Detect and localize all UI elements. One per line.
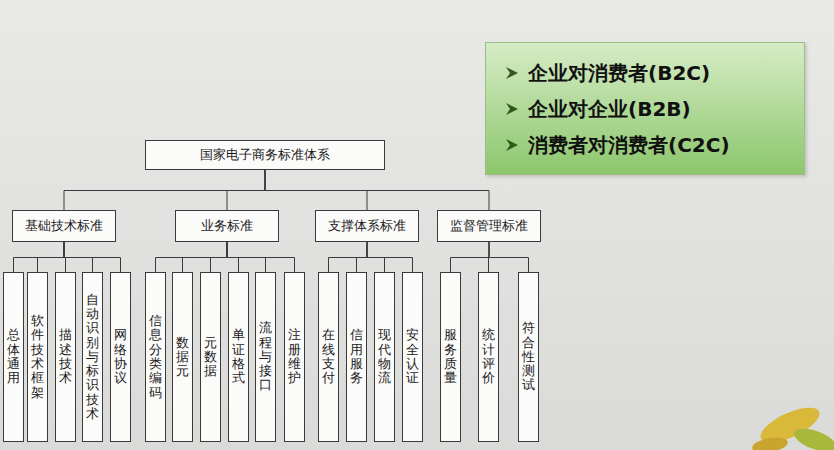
category-box: 监督管理标准 [437, 210, 541, 242]
standard-box: 描述技术 [55, 272, 76, 442]
category-box: 业务标准 [175, 210, 279, 242]
leaf-shape [751, 435, 789, 450]
category-box: 基础技术标准 [12, 210, 116, 242]
standard-box: 统计评价 [478, 272, 499, 442]
tree-connector [329, 242, 368, 272]
tree-connector [14, 242, 65, 272]
standard-box: 注册维护 [284, 272, 305, 442]
box-label: 国家电子商务标准体系 [200, 147, 330, 163]
tree-connector [227, 170, 265, 210]
standard-box: 在线支付 [318, 272, 339, 442]
tree-connector [451, 242, 490, 272]
tree-connector [489, 242, 529, 272]
vertical-label: 符合性测试 [522, 321, 535, 392]
standard-box: 信用服务 [346, 272, 367, 442]
vertical-label: 总体通用 [7, 328, 20, 385]
standard-box: 软件技术框架 [27, 272, 48, 442]
tree-connector [156, 242, 228, 272]
standard-box: 元数据 [200, 272, 221, 442]
category-box: 支撑体系标准 [315, 210, 419, 242]
vertical-label: 在线支付 [322, 328, 335, 385]
standard-box: 数据元 [172, 272, 193, 442]
vertical-label: 统计评价 [482, 328, 495, 385]
bullet-arrow [504, 65, 520, 81]
vertical-label: 流程与接口 [259, 321, 272, 392]
vertical-label: 服务质量 [444, 328, 457, 385]
bullet-text: 企业对企业(B2B) [528, 97, 691, 121]
standard-box: 服务质量 [440, 272, 461, 442]
bullet-text: 企业对消费者(B2C) [528, 61, 710, 85]
vertical-label: 安全认证 [406, 328, 419, 385]
box-label: 监督管理标准 [450, 218, 528, 234]
bullet-arrow [504, 101, 520, 117]
standard-box: 符合性测试 [518, 272, 539, 442]
tree-connector [64, 242, 121, 272]
vertical-label: 信息分类编码 [149, 314, 162, 400]
bullet-panel: 企业对消费者(B2C) 企业对企业(B2B) 消费者对消费者(C2C) [485, 42, 805, 175]
bullet-text: 消费者对消费者(C2C) [528, 133, 730, 157]
vertical-label: 注册维护 [288, 328, 301, 385]
standard-box: 单证格式 [228, 272, 249, 442]
tree-connector [64, 170, 265, 210]
standard-box: 安全认证 [402, 272, 423, 442]
standard-box: 信息分类编码 [145, 272, 166, 442]
vertical-label: 描述技术 [59, 328, 72, 385]
bullet-arrow [504, 137, 520, 153]
standard-box: 自动识别与标识技术 [82, 272, 103, 442]
standard-box: 流程与接口 [255, 272, 276, 442]
bullet-row: 企业对企业(B2B) [504, 97, 691, 121]
vertical-label: 网络协议 [114, 328, 127, 385]
vertical-label: 数据元 [176, 336, 189, 379]
vertical-label: 信用服务 [350, 328, 363, 385]
tree-connector [227, 242, 295, 272]
bullet-row: 企业对消费者(B2C) [504, 61, 710, 85]
box-label: 基础技术标准 [25, 218, 103, 234]
leaf-shape [791, 424, 834, 450]
tree-connector [211, 242, 228, 272]
tree-connector [183, 242, 228, 272]
box-label: 业务标准 [201, 218, 253, 234]
vertical-label: 元数据 [204, 336, 217, 379]
vertical-label: 软件技术框架 [31, 314, 44, 400]
vertical-label: 自动识别与标识技术 [86, 293, 99, 422]
vertical-label: 单证格式 [232, 328, 245, 385]
tree-connector [38, 242, 65, 272]
box-label: 支撑体系标准 [328, 218, 406, 234]
standard-box: 现代物流 [374, 272, 395, 442]
standard-box: 总体通用 [3, 272, 24, 442]
standard-box: 网络协议 [110, 272, 131, 442]
tree-connector [265, 170, 489, 210]
tree-connector [357, 242, 368, 272]
vertical-label: 现代物流 [378, 328, 391, 385]
tree-connector [367, 242, 413, 272]
root-box: 国家电子商务标准体系 [145, 140, 385, 170]
bullet-row: 消费者对消费者(C2C) [504, 133, 730, 157]
